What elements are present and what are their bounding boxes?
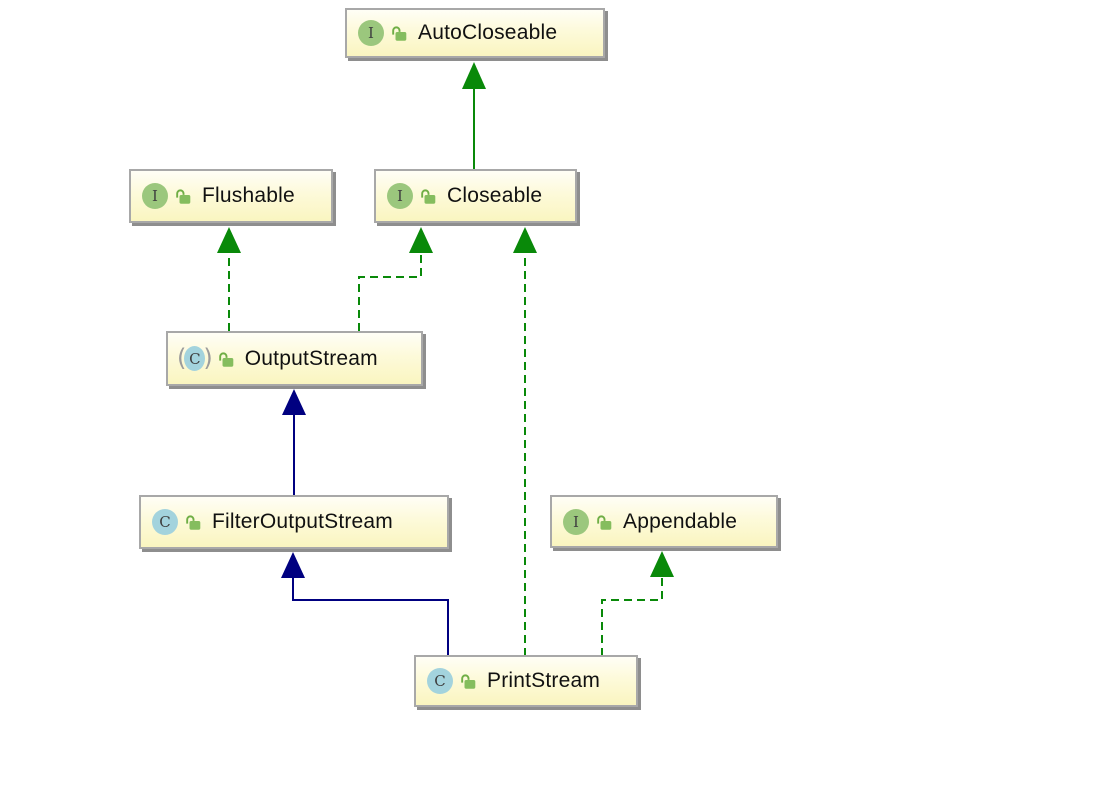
class-name-label: Appendable bbox=[623, 509, 738, 533]
unlocked-lock-icon bbox=[461, 674, 476, 689]
unlocked-lock-icon bbox=[218, 352, 234, 367]
unlocked-lock-icon bbox=[186, 515, 201, 530]
class-name-label: FilterOutputStream bbox=[212, 510, 393, 533]
abstract-paren-left: ( bbox=[177, 343, 187, 372]
edge-printstream-appendable[interactable] bbox=[601, 551, 674, 656]
node-flushable[interactable]: I Flushable bbox=[129, 169, 333, 223]
unlocked-lock-icon bbox=[597, 515, 612, 530]
edge-arrowhead bbox=[281, 552, 305, 578]
edge-outputstream-flushable[interactable] bbox=[217, 227, 241, 331]
edge-filteroutputstream-outputstream[interactable] bbox=[282, 389, 306, 496]
class-name-label: PrintStream bbox=[487, 669, 601, 692]
unlocked-lock-icon bbox=[421, 189, 436, 204]
interface-icon: I bbox=[142, 183, 168, 209]
abstract-paren-right: ) bbox=[203, 343, 213, 372]
edge-closeable-autocloseable[interactable] bbox=[462, 62, 486, 170]
edge-arrowhead bbox=[282, 389, 306, 415]
node-closeable[interactable]: I Closeable bbox=[374, 169, 577, 223]
interface-icon: I bbox=[563, 508, 589, 535]
edge-arrowhead bbox=[650, 551, 674, 577]
node-outputstream[interactable]: ( C ) OutputStream bbox=[166, 331, 423, 386]
node-printstream[interactable]: C PrintStream bbox=[414, 655, 638, 707]
edge-line bbox=[601, 577, 663, 656]
edge-printstream-filteroutputstream[interactable] bbox=[281, 552, 449, 656]
edge-arrowhead bbox=[462, 62, 486, 89]
node-filteroutputstream[interactable]: C FilterOutputStream bbox=[139, 495, 449, 549]
class-name-label: AutoCloseable bbox=[418, 21, 558, 44]
edge-printstream-closeable[interactable] bbox=[513, 227, 537, 656]
class-name-label: OutputStream bbox=[244, 346, 378, 370]
node-autocloseable[interactable]: I AutoCloseable bbox=[345, 8, 605, 58]
class-name-label: Flushable bbox=[202, 184, 295, 207]
edge-line bbox=[358, 253, 422, 331]
interface-icon: I bbox=[387, 183, 413, 209]
edge-arrowhead bbox=[513, 227, 537, 253]
node-appendable[interactable]: I Appendable bbox=[550, 495, 778, 548]
abstract-class-icon: ( C ) bbox=[177, 343, 213, 372]
unlocked-lock-icon bbox=[392, 26, 407, 41]
edge-line bbox=[292, 578, 449, 656]
interface-icon: I bbox=[358, 20, 384, 46]
edge-arrowhead bbox=[409, 227, 433, 253]
unlocked-lock-icon bbox=[176, 189, 191, 204]
class-icon: C bbox=[152, 509, 178, 535]
edge-outputstream-closeable[interactable] bbox=[358, 227, 433, 331]
class-icon: C bbox=[427, 668, 453, 694]
class-name-label: Closeable bbox=[447, 184, 543, 207]
class-badge: C bbox=[184, 346, 206, 371]
edge-arrowhead bbox=[217, 227, 241, 253]
